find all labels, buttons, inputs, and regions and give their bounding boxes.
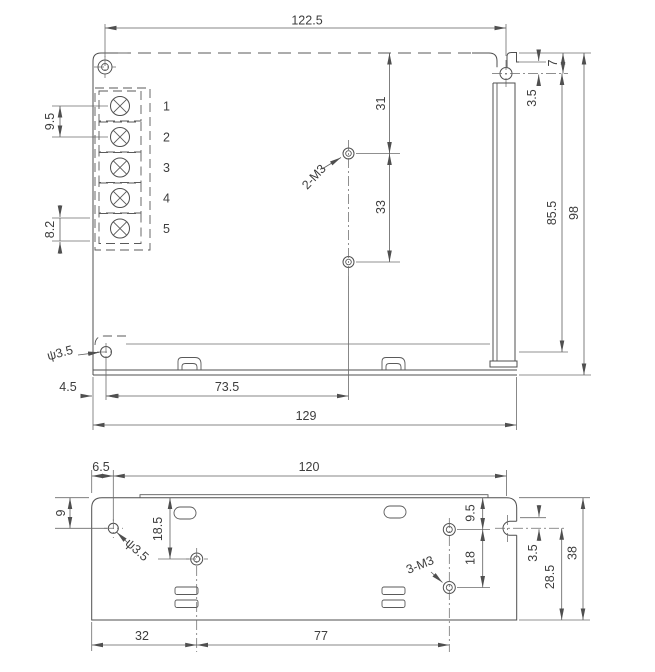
- dim-label-129: 129: [296, 409, 317, 423]
- terminal-screw-4: [110, 188, 130, 208]
- latch-ear: [506, 52, 519, 67]
- dim-notch-offset-3-5-side: 3.5: [520, 505, 546, 562]
- dim-label-18: 18: [464, 551, 478, 565]
- dim-hole-span-77: 77: [196, 629, 450, 648]
- dim-label-32: 32: [135, 629, 149, 643]
- flange-foot: [489, 360, 518, 368]
- dim-label-28-5: 28.5: [543, 565, 557, 589]
- terminal-number-3: 3: [163, 161, 170, 175]
- top-view: 1 2 3 4 5 122.5 9.5: [43, 14, 591, 430]
- dim-body-height-85-5: 85.5: [519, 73, 568, 353]
- callout-label-psi-3-5-side: ψ3.5: [123, 536, 152, 564]
- terminal-screw-5: [110, 218, 130, 239]
- dim-label-73-5: 73.5: [215, 380, 239, 394]
- dim-hole-offsets-31-33: 31 33: [356, 53, 400, 263]
- dim-corner-offset-6-5: 6.5: [91, 460, 114, 521]
- terminal-block: 1 2 3 4 5: [94, 87, 170, 251]
- dim-label-6-5: 6.5: [92, 460, 109, 474]
- dim-label-31: 31: [374, 97, 388, 111]
- callout-3-m3: 3-M3: [404, 553, 443, 583]
- dim-label-120: 120: [299, 460, 320, 474]
- dim-label-7: 7: [546, 59, 560, 66]
- dim-ear-offset-7: 7: [519, 52, 591, 74]
- callout-label-2-m3: 2-M3: [299, 162, 329, 192]
- side-view-holes: [104, 518, 456, 652]
- dim-label-4-5: 4.5: [59, 380, 76, 394]
- dim-label-8-2: 8.2: [43, 221, 57, 238]
- dim-label-3-5-top: 3.5: [525, 89, 539, 106]
- terminal-screw-1: [110, 96, 130, 116]
- dim-overall-height-98: 98: [519, 53, 591, 376]
- dim-hole-pitch-18: 18: [457, 529, 490, 588]
- dim-notch-offset-3-5-top: 3.5: [519, 49, 546, 107]
- side-view: 6.5 120 9 18.5 ψ3.5: [54, 460, 590, 652]
- dim-terminal-pitch-9-5: 9.5: [43, 105, 108, 138]
- bottom-tabs: [177, 357, 406, 370]
- callout-hole-dia-top-view: ψ3.5: [45, 343, 100, 363]
- callout-hole-dia-side-view: ψ3.5: [116, 532, 152, 564]
- bend-corner-hidden-line: [94, 335, 126, 346]
- dim-label-9-5-side: 9.5: [464, 504, 478, 521]
- dim-hole-top-offset-9: 9: [54, 497, 107, 529]
- dim-label-77: 77: [314, 629, 328, 643]
- callout-label-psi-3-5-top: ψ3.5: [45, 343, 74, 363]
- callout-label-3-m3: 3-M3: [404, 553, 436, 577]
- dim-label-9-5: 9.5: [43, 113, 57, 130]
- terminal-number-2: 2: [163, 131, 170, 145]
- dim-label-122-5: 122.5: [291, 14, 322, 28]
- dim-hole-left-offset-32: 32: [91, 622, 197, 651]
- dim-label-18-5: 18.5: [151, 517, 165, 541]
- dim-label-33: 33: [374, 200, 388, 214]
- dim-label-9: 9: [54, 509, 68, 516]
- mounting-hole-top-left: [94, 56, 116, 78]
- dim-overall-height-38: 38: [519, 497, 590, 620]
- dim-hole-top-9-5: 9.5: [457, 497, 490, 530]
- callout-2-m3: 2-M3: [299, 157, 342, 192]
- dim-label-85-5: 85.5: [545, 201, 559, 225]
- terminal-screw-2: [110, 127, 130, 147]
- terminal-number-5: 5: [163, 222, 170, 236]
- dim-overall-length-129: 129: [92, 377, 517, 430]
- top-view-outline: [92, 52, 517, 376]
- oval-slot-left: [173, 506, 197, 520]
- dim-overall-width-122-5: 122.5: [104, 14, 507, 57]
- dim-hole-span-73-5: 73.5: [106, 380, 349, 399]
- chassis-hole-bottom-left: [97, 343, 115, 361]
- dim-label-3-5-side: 3.5: [526, 544, 540, 561]
- dim-label-98: 98: [567, 206, 581, 220]
- terminal-number-1: 1: [163, 100, 170, 114]
- side-flange-strip: [492, 82, 516, 361]
- terminal-screw-3: [110, 157, 130, 178]
- top-lip: [139, 494, 489, 498]
- oval-slot-right: [383, 505, 407, 519]
- top-view-right-flange: [489, 52, 568, 368]
- vent-slots: [173, 505, 407, 608]
- dim-overall-width-120: 120: [113, 460, 507, 496]
- terminal-block-outline: [94, 87, 151, 251]
- terminal-number-4: 4: [163, 192, 170, 206]
- dim-label-38: 38: [566, 546, 580, 560]
- dim-corner-offset-4-5: 4.5: [59, 358, 120, 400]
- dim-slot-offset-18-5: 18.5: [151, 497, 189, 560]
- m3-holes-top-view: [342, 140, 355, 400]
- dim-terminal-pitch-8-2: 8.2: [43, 205, 90, 254]
- dim-notch-to-bottom-28-5: 28.5: [519, 528, 590, 621]
- side-view-outline: [91, 494, 566, 621]
